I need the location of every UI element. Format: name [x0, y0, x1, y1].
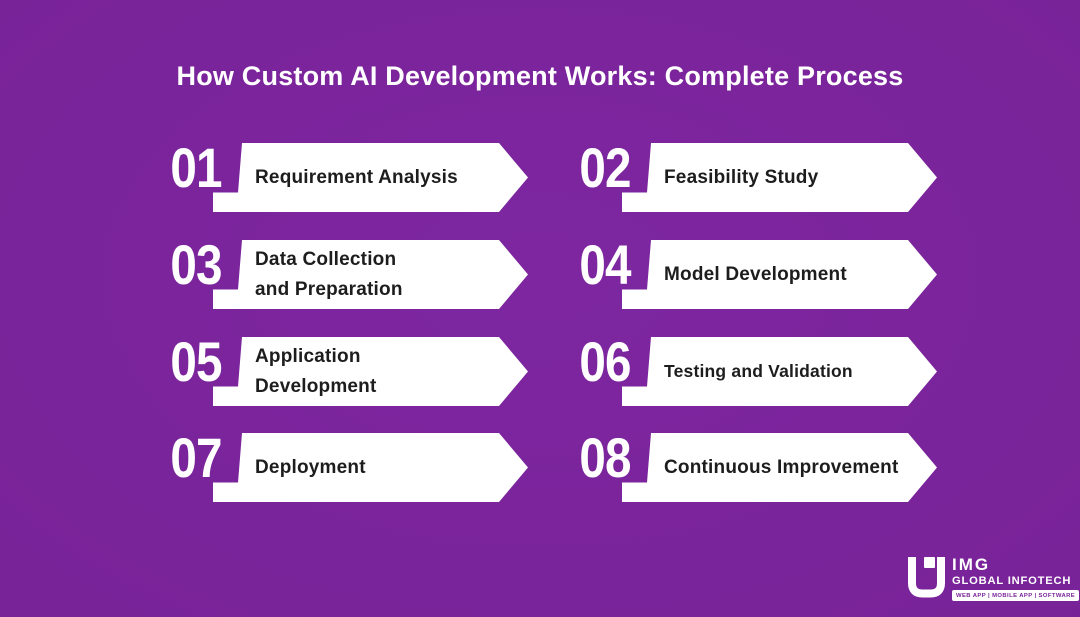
- step-label: Feasibility Study: [664, 166, 819, 188]
- step-04: 04 Model Development: [579, 237, 937, 309]
- step-label: Application Development: [255, 346, 377, 397]
- step-label: Testing and Validation: [664, 360, 853, 381]
- step-03: 03 Data Collection and Preparation: [170, 237, 528, 309]
- step-label: Deployment: [255, 456, 366, 478]
- step-number: 01: [170, 136, 222, 199]
- step-08: 08 Continuous Improvement: [579, 430, 937, 502]
- img-global-infotech-monogram-icon: [905, 556, 945, 605]
- brand-text: IMG GLOBAL INFOTECH WEB APP | MOBILE APP…: [952, 555, 1080, 602]
- step-02: 02 Feasibility Study: [579, 140, 937, 212]
- step-label: Model Development: [664, 263, 847, 285]
- arrow-banner: Continuous Improvement: [622, 433, 937, 502]
- step-05: 05 Application Development: [170, 334, 528, 406]
- step-number: 02: [579, 136, 631, 199]
- brand-tagline: WEB APP | MOBILE APP | SOFTWARE: [952, 590, 1080, 602]
- arrow-banner: Application Development: [213, 337, 528, 406]
- step-06: 06 Testing and Validation: [579, 334, 937, 406]
- arrow-banner: Data Collection and Preparation: [213, 240, 528, 309]
- brand-subtitle: GLOBAL INFOTECH: [952, 575, 1072, 587]
- arrow-banner: Model Development: [622, 240, 937, 309]
- step-07: 07 Deployment: [170, 430, 528, 502]
- brand-logo: IMG GLOBAL INFOTECH WEB APP | MOBILE APP…: [905, 555, 1080, 605]
- arrow-banner: Feasibility Study: [622, 143, 937, 212]
- step-label: Continuous Improvement: [664, 456, 899, 478]
- brand-name: IMG: [952, 555, 991, 574]
- step-label: Requirement Analysis: [255, 166, 458, 188]
- step-label: Data Collection and Preparation: [255, 249, 403, 300]
- arrow-banner: Testing and Validation: [622, 337, 937, 406]
- page-title: How Custom AI Development Works: Complet…: [176, 61, 904, 91]
- step-number: 05: [170, 330, 222, 393]
- step-number: 04: [579, 233, 631, 296]
- step-number: 07: [170, 426, 222, 489]
- arrow-banner: Requirement Analysis: [213, 143, 528, 212]
- step-number: 08: [579, 426, 631, 489]
- step-01: 01 Requirement Analysis: [170, 140, 528, 212]
- step-number: 03: [170, 233, 222, 296]
- step-number: 06: [579, 330, 631, 393]
- arrow-banner: Deployment: [213, 433, 528, 502]
